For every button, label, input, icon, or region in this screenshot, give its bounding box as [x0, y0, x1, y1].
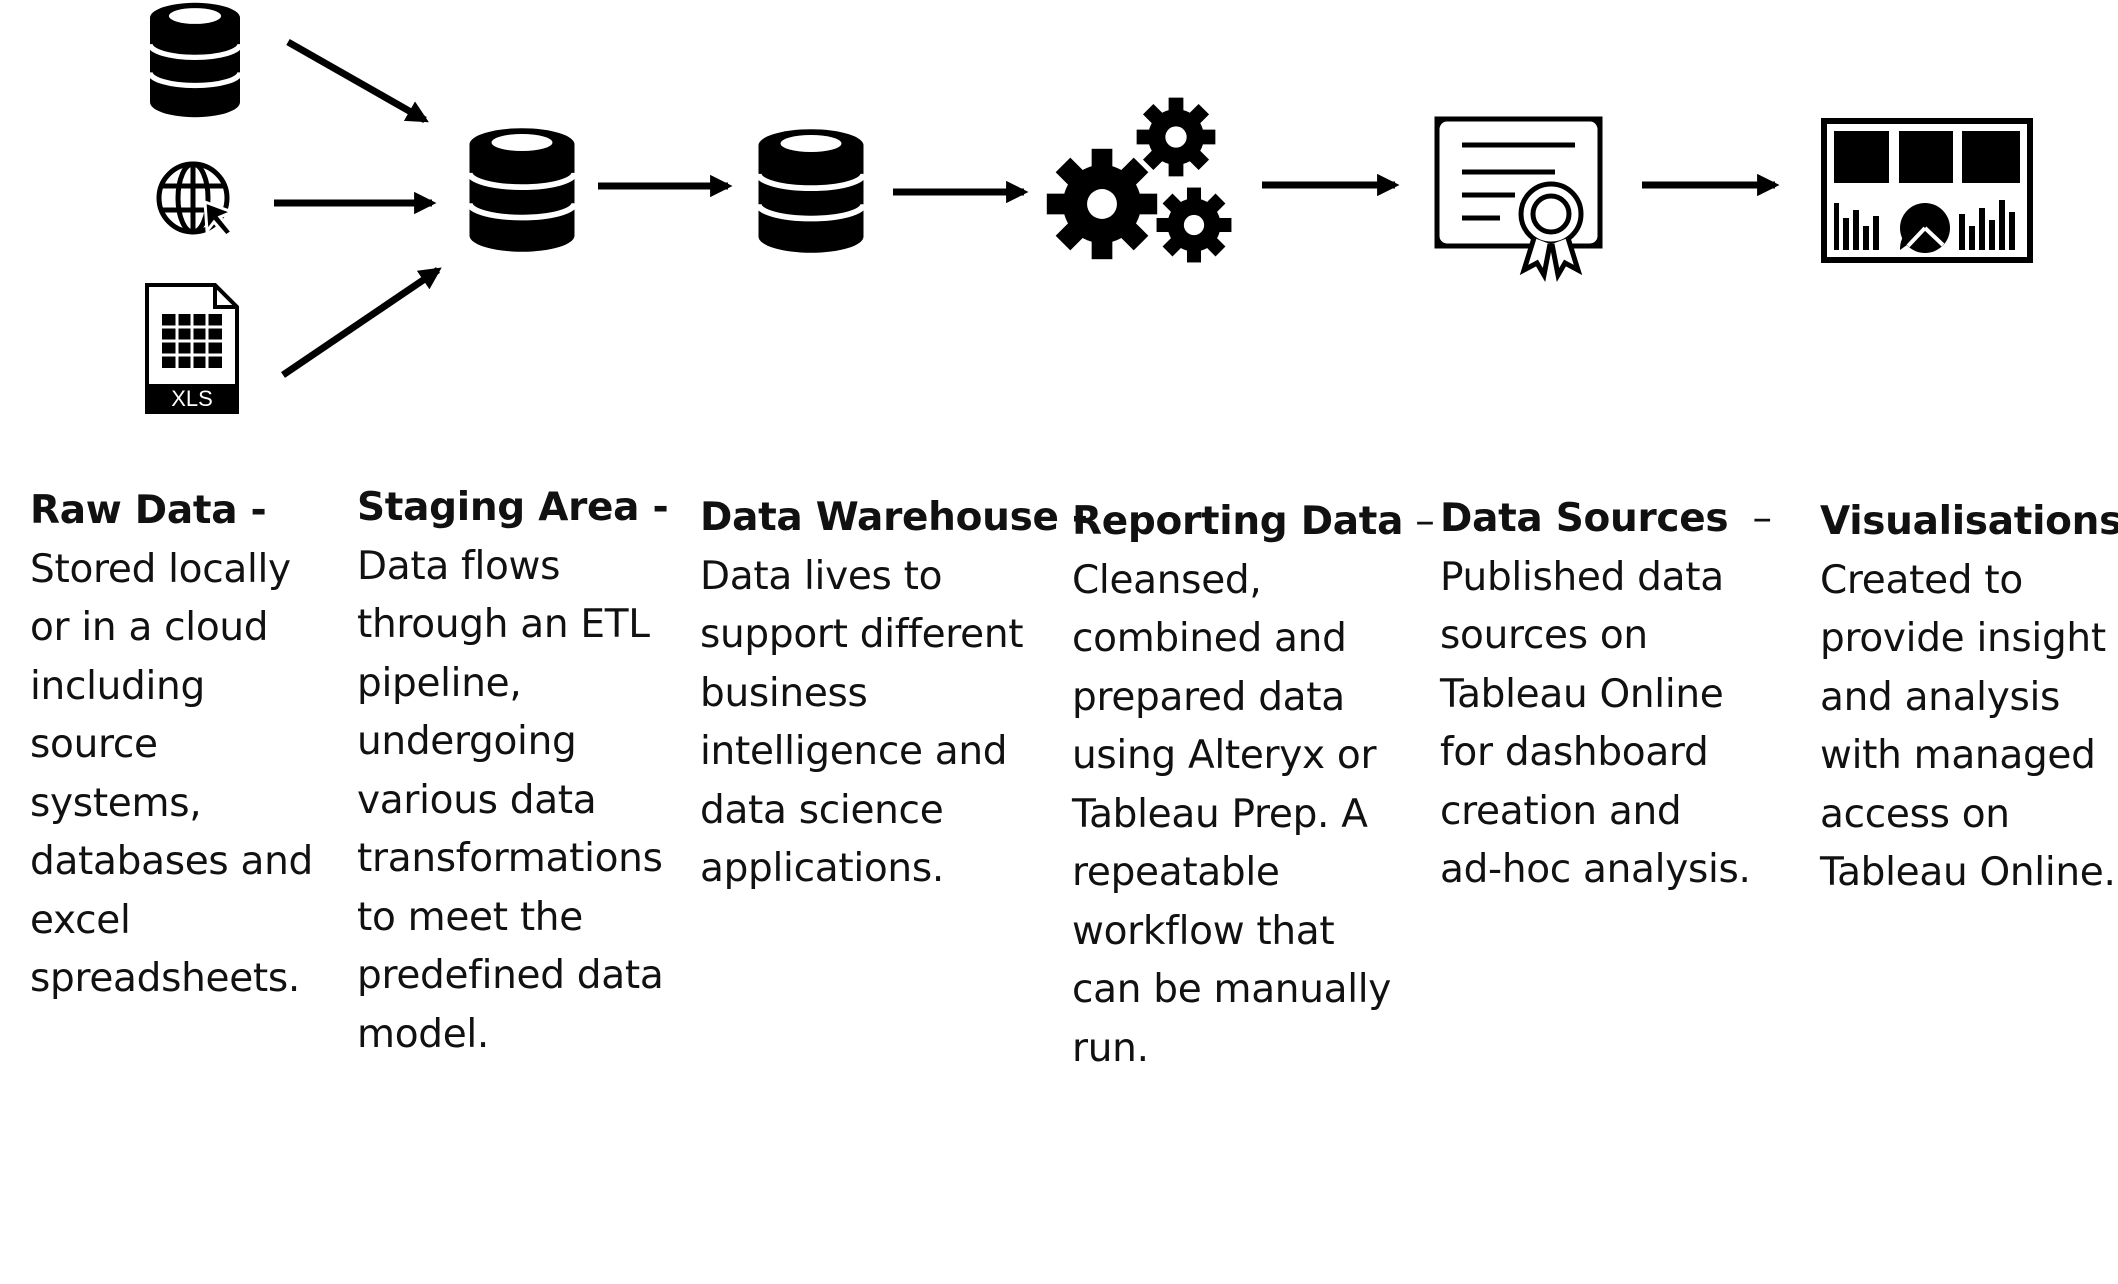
data-sources-title: Data Sources [1440, 496, 1729, 541]
data-sources-dash: – [1728, 496, 1772, 541]
raw-data-line: spreadsheets. [30, 956, 301, 1001]
staging-database-icon [470, 128, 575, 252]
arrow-raw-db-to-staging [286, 38, 429, 124]
staging-area-line: through an ETL [357, 602, 650, 647]
dashboard-icon [1821, 118, 2033, 263]
data-sources-line: Published data [1440, 554, 1724, 600]
data-warehouse-line: applications. [700, 846, 944, 891]
visualisations-line: access on [1820, 791, 2010, 837]
xls-label: XLS [171, 386, 213, 411]
raw-data-line: source [30, 722, 158, 767]
reporting-data-line: can be manually [1072, 967, 1392, 1012]
raw-data-title: Raw Data - [30, 488, 267, 533]
reporting-data-line: workflow that [1072, 908, 1335, 954]
data-sources-line: ad-hoc analysis. [1440, 847, 1751, 892]
visualisations-line: Tableau Online. [1820, 850, 2116, 895]
staging-area-line: model. [357, 1011, 490, 1057]
data-sources-line: creation and [1440, 788, 1682, 834]
raw-data-line: databases and [30, 839, 314, 884]
raw-data-line: systems, [30, 780, 202, 826]
raw-data-line: including [30, 663, 205, 709]
data-sources-line: sources on [1440, 613, 1648, 658]
visualisations-line: with managed [1820, 733, 2096, 778]
staging-area-title: Staging Area - [357, 485, 669, 530]
data-warehouse-description: Data Warehouse - Data lives to support d… [700, 489, 1088, 899]
raw-database-icon [150, 3, 240, 117]
raw-data-line: or in a cloud [30, 605, 269, 650]
visualisations-line: Created to [1820, 557, 2023, 603]
globe-cursor-icon [156, 161, 237, 238]
gears-icon [1046, 97, 1232, 263]
arrow-xls-to-staging [281, 267, 442, 378]
reporting-data-description: Reporting Data – Cleansed, combined and … [1072, 493, 1435, 1078]
raw-data-line: Stored locally [30, 546, 291, 592]
reporting-data-line: using Alteryx or [1072, 733, 1377, 778]
staging-area-line: undergoing [357, 719, 577, 764]
staging-area-line: various data [357, 777, 597, 823]
staging-area-line: predefined data [357, 953, 664, 998]
reporting-data-dash: – [1403, 499, 1435, 544]
staging-area-line: Data flows [357, 543, 561, 589]
visualisations-line: provide insight [1820, 616, 2106, 661]
staging-area-line: transformations [357, 836, 663, 881]
reporting-data-line: prepared data [1072, 674, 1345, 720]
data-warehouse-line: intelligence and [700, 729, 1008, 774]
reporting-data-title: Reporting Data [1072, 499, 1404, 544]
reporting-data-line: run. [1072, 1025, 1149, 1071]
data-warehouse-title: Data Warehouse - [700, 495, 1088, 540]
reporting-data-line: Cleansed, [1072, 557, 1262, 603]
xls-file-icon: XLS [145, 283, 239, 414]
warehouse-database-icon [759, 129, 864, 253]
reporting-data-line: Tableau Prep. A [1072, 791, 1368, 837]
data-warehouse-line: support different [700, 612, 1024, 657]
staging-area-line: to meet the [357, 894, 583, 940]
visualisations-description: Visualisations – Created to provide insi… [1820, 493, 2118, 903]
staging-area-description: Staging Area - Data flows through an ETL… [357, 479, 669, 1064]
data-sources-description: Data Sources – Published data sources on… [1440, 490, 1772, 900]
raw-data-description: Raw Data - Stored locally or in a cloud … [30, 482, 313, 1009]
data-warehouse-line: Data lives to [700, 553, 943, 599]
staging-area-line: pipeline, [357, 660, 522, 706]
visualisations-line: and analysis [1820, 674, 2061, 720]
reporting-data-line: repeatable [1072, 850, 1280, 895]
data-sources-line: Tableau Online [1440, 671, 1724, 717]
raw-data-line: excel [30, 897, 131, 943]
data-warehouse-line: data science [700, 787, 944, 833]
certificate-icon [1434, 116, 1603, 283]
data-warehouse-line: business [700, 670, 868, 716]
visualisations-title: Visualisations [1820, 499, 2118, 544]
reporting-data-line: combined and [1072, 616, 1347, 661]
data-sources-line: for dashboard [1440, 730, 1709, 775]
